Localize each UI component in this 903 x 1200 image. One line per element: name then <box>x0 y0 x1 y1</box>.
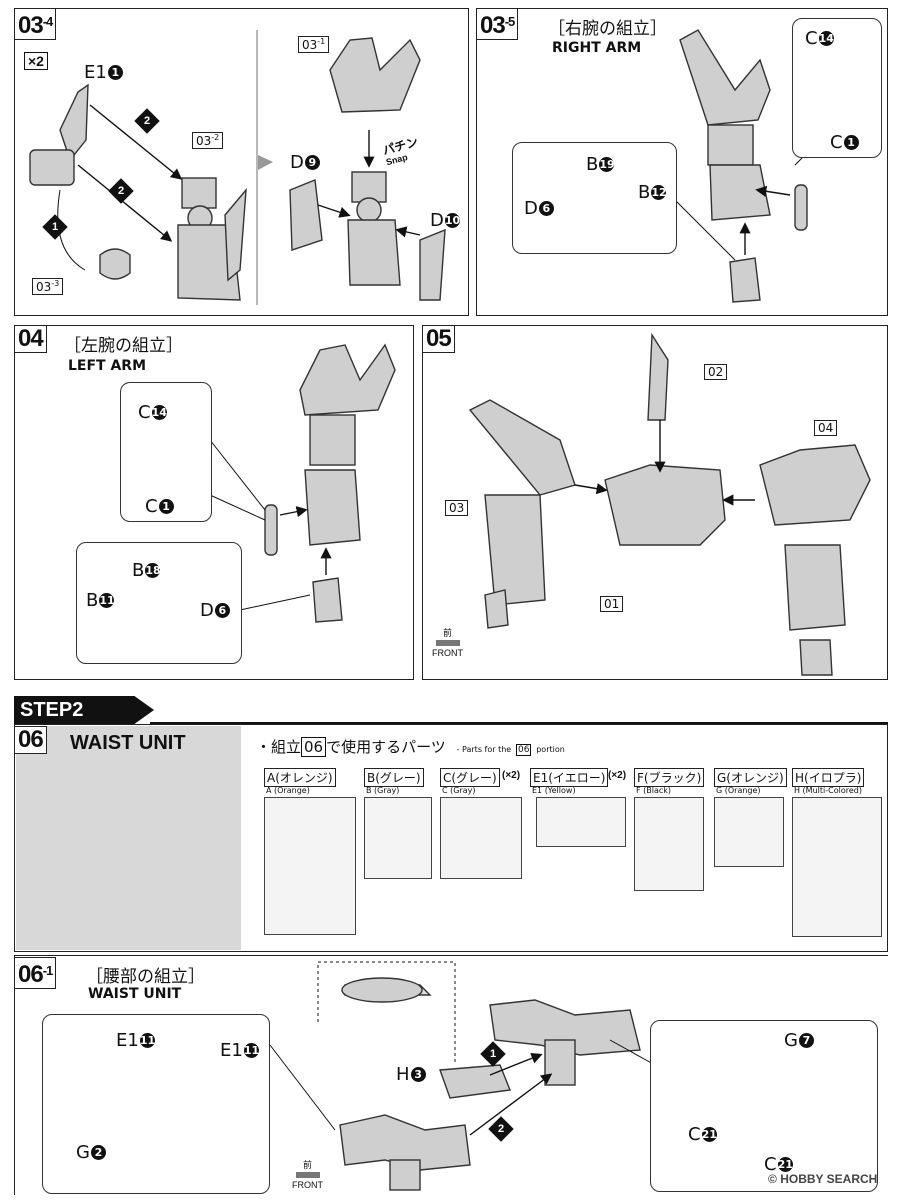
runner-sub-c: C (Gray) <box>442 786 476 795</box>
runner-mult-c: (×2) <box>502 770 521 781</box>
runner-label-f: F(ブラック) <box>634 768 705 787</box>
subassembly-box-hand <box>512 142 677 254</box>
runner-c <box>440 797 522 879</box>
runner-label-b: B(グレー) <box>364 768 424 787</box>
step2-banner: STEP2 <box>14 696 154 724</box>
step-number-06: 06 <box>14 726 47 754</box>
runner-label-g: G(オレンジ) <box>714 768 787 787</box>
arrow-step-1-waist: 1 <box>480 1041 506 1067</box>
subassembly-box-c <box>792 18 882 158</box>
subassembly-box-waist-right <box>650 1020 878 1192</box>
step-number-05: 05 <box>422 325 455 353</box>
arrow-step-2-lower: 2 <box>108 178 134 204</box>
multiplier-badge: ×2 <box>24 52 48 70</box>
ref-03-3: 03-3 <box>32 278 64 295</box>
part-label-e1-11-b: E111 <box>220 1040 260 1061</box>
part-label-b11: B11 <box>86 590 115 611</box>
title-jp-waist: ［腰部の組立］ <box>86 967 205 987</box>
runner-f <box>634 797 704 891</box>
runner-a <box>264 797 356 935</box>
panel-03-4 <box>14 8 469 316</box>
ref-04: 04 <box>814 420 838 436</box>
runner-label-c: C(グレー) <box>440 768 500 787</box>
runner-b <box>364 797 432 879</box>
arrow-step-2-waist: 2 <box>488 1116 514 1142</box>
title-jp-right-arm: ［右腕の組立］ <box>548 19 667 39</box>
part-label-c21-a: C21 <box>688 1124 717 1145</box>
runner-sub-a: A (Orange) <box>266 786 310 795</box>
subassembly-box-c-left <box>120 382 212 522</box>
panel-03-5 <box>476 8 888 316</box>
part-label-b19: B19 <box>586 154 615 175</box>
ref-03-1: 03-1 <box>298 36 330 53</box>
runner-sub-g: G (Orange) <box>716 786 761 795</box>
hobby-search-watermark: © HOBBY SEARCH <box>768 1172 878 1186</box>
panel-05 <box>422 325 888 680</box>
step-number-06-1: 06-1 <box>14 957 57 989</box>
subassembly-box-waist-left <box>42 1014 270 1194</box>
step2-rule <box>150 722 888 724</box>
runner-g <box>714 797 784 867</box>
runner-sub-f: F (Black) <box>636 786 672 795</box>
part-label-b18: B18 <box>132 560 161 581</box>
runner-label-e1: E1(イエロー) <box>530 768 609 787</box>
runner-sub-b: B (Gray) <box>366 786 400 795</box>
title-en-waist: WAIST UNIT <box>88 986 182 1002</box>
runner-e1 <box>536 797 626 847</box>
arrow-step-2-upper: 2 <box>134 108 160 134</box>
runner-label-a: A(オレンジ) <box>264 768 336 787</box>
waist-unit-title: WAIST UNIT <box>70 732 186 754</box>
waist-preview <box>16 726 241 950</box>
part-label-d10: D10 <box>430 210 461 231</box>
runner-mult-e1: (×2) <box>608 770 627 781</box>
part-label-b12: B12 <box>638 182 667 203</box>
panel-06 <box>14 724 888 952</box>
title-jp-left-arm: ［左腕の組立］ <box>64 336 183 356</box>
arrow-step-1: 1 <box>42 214 68 240</box>
ref-02: 02 <box>704 364 728 380</box>
ref-01: 01 <box>600 596 624 612</box>
ref-03-2: 03-2 <box>192 132 224 149</box>
part-label-c14: C14 <box>805 28 834 49</box>
title-en-right-arm: RIGHT ARM <box>552 40 642 56</box>
runner-h <box>792 797 882 937</box>
step-number-03-5: 03-5 <box>476 8 519 40</box>
panel-06-1 <box>14 955 888 1195</box>
runner-sub-h: H (Multi-Colored) <box>794 786 862 795</box>
runner-sub-e1: E1 (Yellow) <box>532 786 576 795</box>
step-number-03-4: 03-4 <box>14 8 57 40</box>
runner-label-h: H(イロプラ) <box>792 768 865 787</box>
ref-03: 03 <box>445 500 469 516</box>
part-label-e1-11-a: E111 <box>116 1030 156 1051</box>
step-number-04: 04 <box>14 325 47 353</box>
panel-04 <box>14 325 414 680</box>
title-en-left-arm: LEFT ARM <box>68 358 147 374</box>
part-label-c21-b: C21 <box>764 1154 793 1175</box>
part-label-c14-left: C14 <box>138 402 167 423</box>
